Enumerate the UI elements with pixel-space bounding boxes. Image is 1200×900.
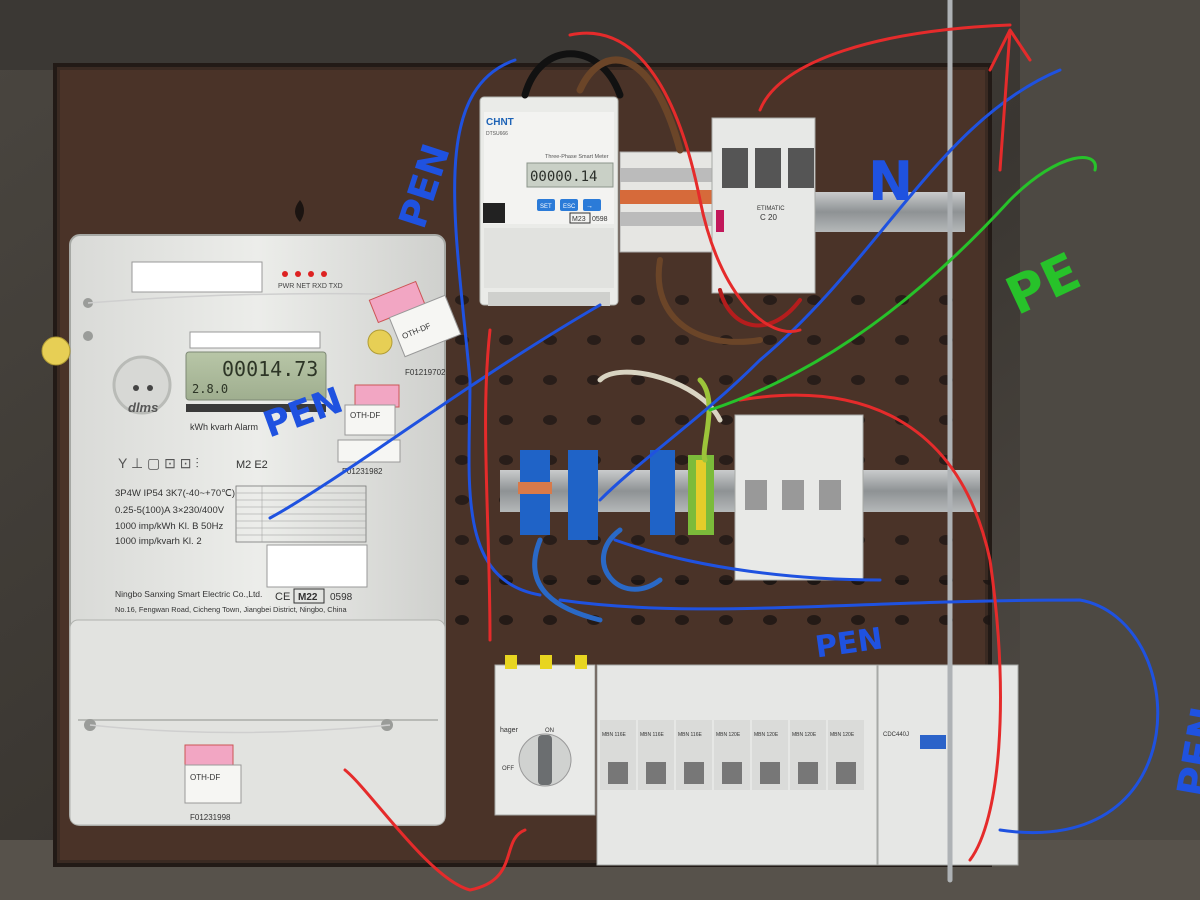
main-switch-brand: hager (500, 727, 519, 734)
arrow-right-icon: → (586, 203, 593, 210)
breaker-5: MBN 120E (752, 720, 788, 790)
breaker-6-label: MBN 120E (792, 732, 817, 738)
breaker-6: MBN 120E (790, 720, 826, 790)
meter-spec-line2: 0.25-5(100)A 3×230/400V (115, 505, 225, 516)
middle-breaker-3pole (734, 414, 864, 581)
main-switch-on: ON (545, 728, 554, 734)
breaker-4: MBN 120E (714, 720, 750, 790)
breaker-1: MBN 116E (600, 720, 636, 790)
set-key-label: SET (540, 204, 552, 210)
ce-mark: CE (275, 591, 290, 603)
meter-spec-line4: 1000 imp/kvarh Kl. 2 (115, 536, 202, 547)
label-n: N (868, 150, 913, 213)
meter-symbol-icons: Y ⊥ ▢ ⊡ ⊡ ⫶ (118, 455, 199, 471)
chnt-smart-meter: CHNT DTSU666 Three-Phase Smart Meter 000… (479, 96, 619, 306)
annotations-overlay (268, 23, 1160, 892)
breaker-5-label: MBN 120E (754, 732, 779, 738)
meter-status-leds: PWR NET RXD TXD (278, 271, 343, 290)
meter-spec-line1: 3P4W IP54 3K7(-40~+70℃) (115, 488, 235, 499)
wiring (521, 0, 953, 883)
seal-bottom: OTH-DF F01231998 (184, 744, 242, 822)
esc-key[interactable] (560, 199, 578, 211)
meter-spec-line3: 1000 imp/kWh Kl. B 50Hz (115, 521, 223, 532)
meter-unit-labels: kWh kvarh Alarm (190, 422, 258, 432)
arrow-key[interactable] (583, 199, 601, 211)
meter-address: No.16, Fengwan Road, Cicheng Town, Jiang… (115, 605, 347, 614)
smart-meter-brand: CHNT (486, 117, 514, 128)
meter-display-reading: 00014.73 (222, 357, 318, 381)
main-switch-handle[interactable] (538, 735, 552, 785)
smart-meter-cert-number: 0598 (592, 216, 608, 223)
set-key[interactable] (537, 199, 555, 211)
meter-cert-number: 0598 (330, 592, 353, 603)
terminal-block-top (619, 151, 713, 253)
bottom-breaker-row: hager ON OFF MBN 116E MBN 116E MBN 116E … (494, 655, 1019, 866)
yellow-seal (41, 336, 71, 366)
seal-label-2: OTH-DF (350, 411, 380, 420)
breaker-1-label: MBN 116E (602, 732, 626, 738)
led-labels: PWR NET RXD TXD (278, 283, 343, 290)
meter-logo: dlms (128, 400, 158, 415)
breaker-2: MBN 116E (638, 720, 674, 790)
seal-top-1: OTH-DF F01219702 (368, 280, 462, 377)
smart-meter-model: DTSU666 (486, 131, 508, 137)
seal-label-3: OTH-DF (190, 773, 220, 782)
meter-model-tag: M2 E2 (236, 459, 268, 471)
qr-code-icon (483, 203, 505, 223)
meter-obis-table (235, 485, 367, 543)
rcd-label: CDC440J (883, 732, 909, 738)
breaker-7: MBN 120E (828, 720, 864, 790)
seal-id-3: F01231998 (190, 813, 231, 822)
breaker-4-label: MBN 120E (716, 732, 741, 738)
breaker-3-label: MBN 116E (678, 732, 702, 738)
smart-meter-subtitle: Three-Phase Smart Meter (545, 154, 609, 160)
seal-id-2: F01231982 (342, 467, 383, 476)
smart-meter-cert-mark: M23 (572, 216, 586, 223)
smart-meter-display: 00000.14 (530, 169, 597, 185)
meter-manufacturer: Ningbo Sanxing Smart Electric Co.,Ltd. (115, 589, 262, 599)
main-switch-off: OFF (502, 766, 514, 772)
breaker-2-label: MBN 116E (640, 732, 664, 738)
meter-cert-mark: M22 (298, 592, 318, 603)
middle-terminals (518, 450, 714, 540)
seal-id-1: F01219702 (405, 368, 446, 377)
main-electricity-meter: PWR NET RXD TXD dlms 00014.73 2.8.0 kWh … (41, 234, 462, 826)
mcb-rating: C 20 (760, 213, 777, 222)
top-mcb-3pole: ETIMATIC C 20 (711, 117, 816, 294)
meter-display-obis: 2.8.0 (192, 382, 228, 396)
esc-key-label: ESC (563, 204, 576, 210)
breaker-7-label: MBN 120E (830, 732, 855, 738)
mcb-brand: ETIMATIC (757, 206, 785, 212)
seal-top-2: OTH-DF F01231982 (337, 384, 401, 476)
breaker-3: MBN 116E (676, 720, 712, 790)
